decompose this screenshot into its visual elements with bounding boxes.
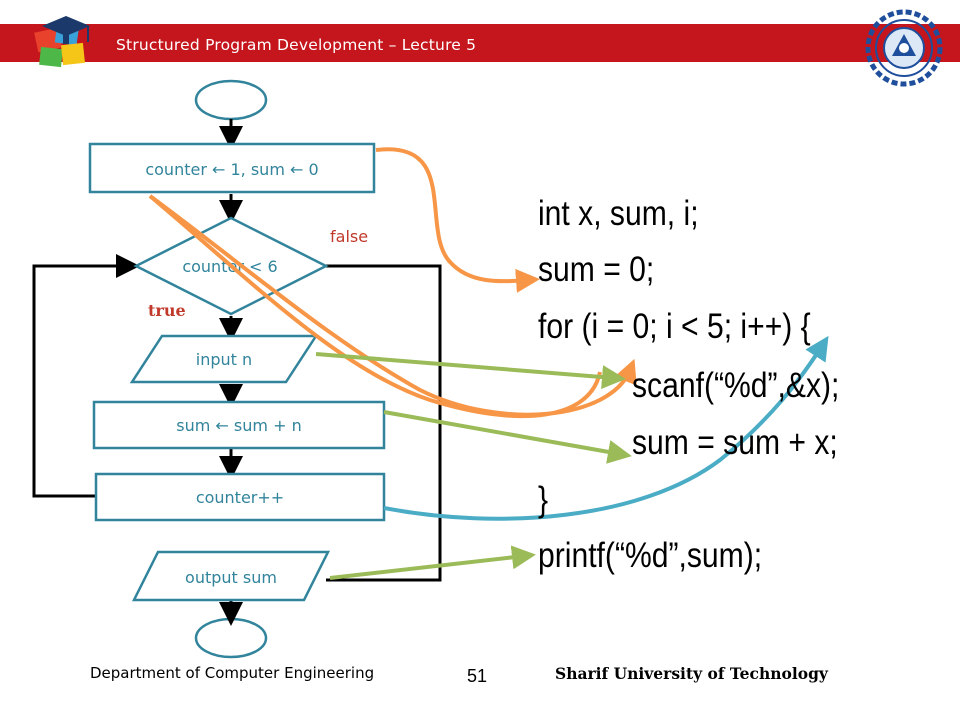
init-process-label: counter ← 1, sum ← 0 — [145, 160, 318, 179]
input-label: input n — [196, 350, 252, 369]
increment-label: counter++ — [196, 488, 284, 507]
graduation-cap-logo-icon — [34, 16, 90, 68]
header-bar — [0, 24, 960, 62]
code-line-7: printf(“%d”,sum); — [538, 536, 763, 575]
blue-arrow-increment-to-for — [383, 335, 829, 521]
code-line-2: sum = 0; — [538, 250, 655, 289]
init-process-box — [88, 142, 376, 194]
code-line-1: int x, sum, i; — [538, 194, 699, 233]
green-arrow-accumulate-to-sum — [383, 410, 632, 464]
orange-arrow-init-to-sum — [375, 147, 540, 293]
code-line-6: } — [538, 480, 549, 519]
page-number: 51 — [467, 666, 488, 686]
code-line-4: scanf(“%d”,&x); — [632, 366, 840, 405]
true-label: true — [148, 301, 186, 320]
orange-arrow-condition-to-increment — [148, 194, 602, 419]
orange-arrow-condition-to-for — [148, 194, 637, 417]
output-label: output sum — [185, 568, 277, 587]
lecture-title: Structured Program Development – Lecture… — [116, 36, 477, 54]
accumulate-process-box — [92, 400, 386, 450]
code-line-3: for (i = 0; i < 5; i++) { — [538, 307, 811, 346]
accumulate-label: sum ← sum + n — [176, 416, 301, 435]
code-line-5: sum = sum + x; — [632, 423, 838, 462]
false-label: false — [330, 227, 368, 246]
green-arrow-output-to-printf — [329, 545, 536, 580]
green-arrow-input-to-scanf — [315, 352, 626, 389]
footer-department: Department of Computer Engineering — [90, 664, 375, 682]
footer-university: Sharif University of Technology — [555, 664, 828, 683]
increment-process-box — [94, 472, 386, 522]
input-parallelogram — [129, 334, 319, 384]
sharif-seal-icon — [865, 9, 943, 87]
end-terminal — [194, 617, 268, 659]
output-parallelogram — [131, 550, 331, 602]
start-terminal — [194, 79, 268, 121]
